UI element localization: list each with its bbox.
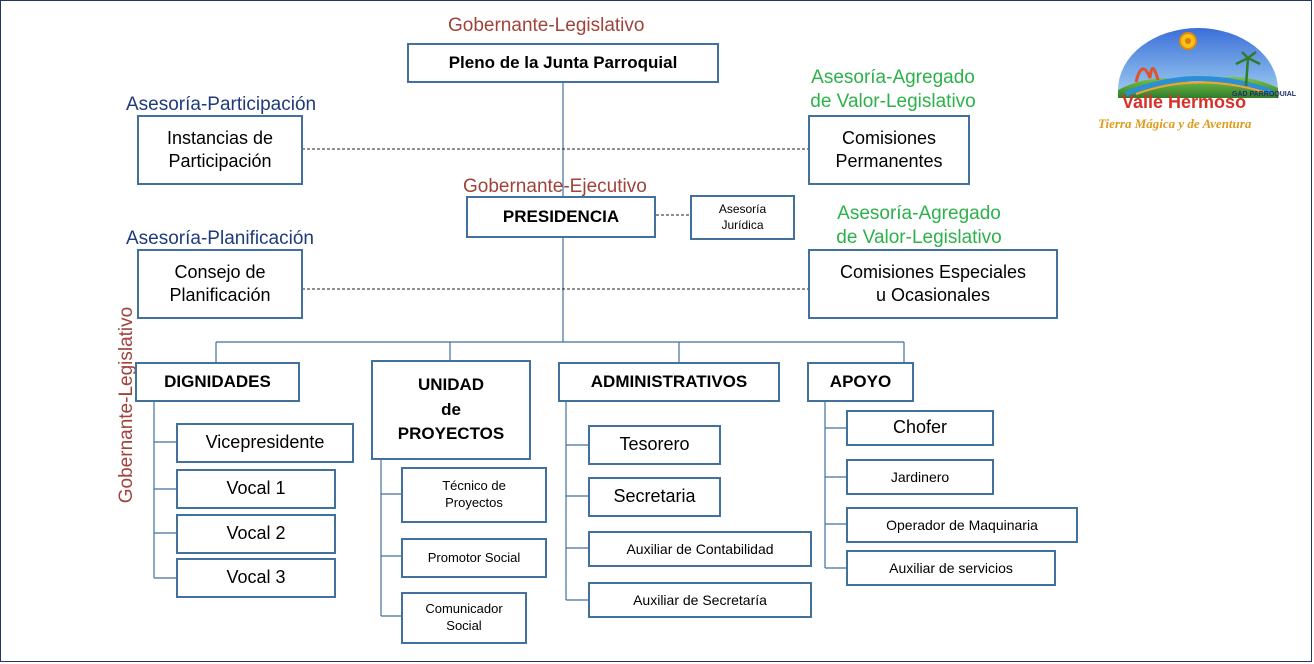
role-label-planificacion: Asesoría-Planificación — [126, 228, 314, 249]
role-label-ejecutivo: Gobernante-Ejecutivo — [463, 176, 647, 197]
administrativos-item: Auxiliar de Contabilidad — [588, 531, 812, 567]
apoyo-item: Auxiliar de servicios — [846, 550, 1056, 586]
administrativos-box: ADMINISTRATIVOS — [558, 362, 780, 402]
pleno-box: Pleno de la Junta Parroquial — [407, 43, 719, 83]
unidad-item: Técnico de Proyectos — [401, 467, 547, 523]
role-label-legislativo: Gobernante-Legislativo — [448, 15, 645, 36]
instancias-box: Instancias de Participación — [137, 115, 303, 185]
comisiones-especiales-box: Comisiones Especiales u Ocasionales — [808, 249, 1058, 319]
presidencia-box: PRESIDENCIA — [466, 196, 656, 238]
dignidades-item: Vocal 2 — [176, 514, 336, 554]
apoyo-item: Chofer — [846, 410, 994, 446]
apoyo-item: Operador de Maquinaria — [846, 507, 1078, 543]
role-label-agregado-1: Asesoría-Agregado de Valor-Legislativo — [810, 67, 976, 112]
dignidades-item: Vocal 1 — [176, 469, 336, 509]
valle-hermoso-logo: Valle Hermoso GAD PARROQUIAL Tierra Mági… — [1096, 28, 1306, 138]
unidad-item: Promotor Social — [401, 538, 547, 578]
logo-slogan: Tierra Mágica y de Aventura — [1098, 116, 1252, 131]
administrativos-item: Auxiliar de Secretaría — [588, 582, 812, 618]
apoyo-box: APOYO — [807, 362, 914, 402]
dignidades-box: DIGNIDADES — [135, 362, 300, 402]
logo-gad: GAD PARROQUIAL — [1232, 91, 1297, 98]
dignidades-item: Vicepresidente — [176, 423, 354, 463]
administrativos-item: Secretaria — [588, 477, 721, 517]
logo-name: Valle Hermoso — [1122, 92, 1246, 112]
role-label-agregado-2: Asesoría-Agregado de Valor-Legislativo — [836, 203, 1002, 248]
role-label-participacion: Asesoría-Participación — [126, 94, 317, 115]
consejo-box: Consejo de Planificación — [137, 249, 303, 319]
asesoria-juridica-box: Asesoría Jurídica — [690, 195, 795, 240]
unidad-proyectos-box: UNIDAD de PROYECTOS — [371, 360, 531, 460]
apoyo-item: Jardinero — [846, 459, 994, 495]
unidad-item: Comunicador Social — [401, 592, 527, 644]
administrativos-item: Tesorero — [588, 425, 721, 465]
dignidades-item: Vocal 3 — [176, 558, 336, 598]
comisiones-permanentes-box: Comisiones Permanentes — [808, 115, 970, 185]
